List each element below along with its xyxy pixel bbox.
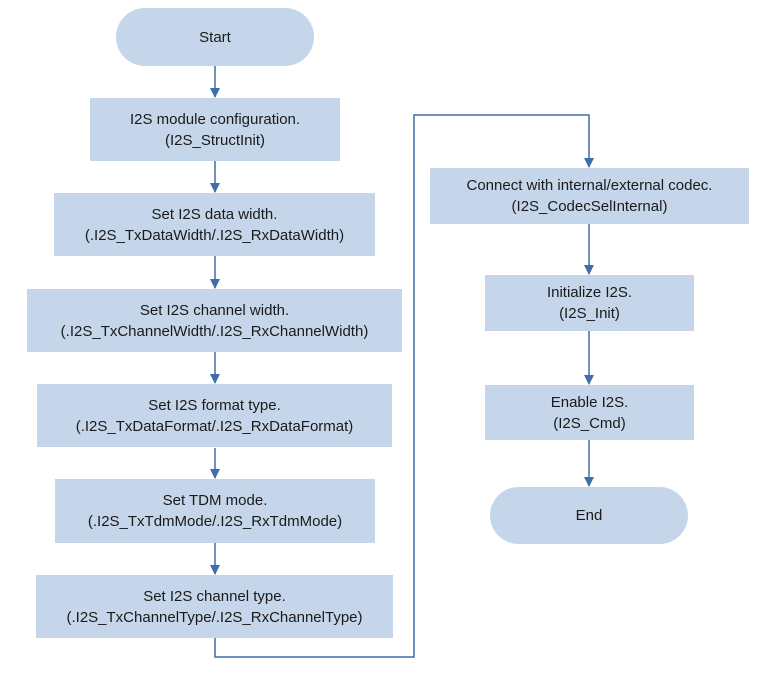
step-title: Initialize I2S. (546, 284, 633, 301)
step-set-format-type: Set I2S format type. (.I2S_TxDataFormat/… (37, 384, 392, 447)
step-title: Set TDM mode. (162, 492, 268, 509)
step-api: (.I2S_TxTdmMode/.I2S_RxTdmMode) (87, 513, 343, 530)
step-api: (I2S_Init) (559, 305, 620, 322)
step-api: (.I2S_TxDataWidth/.I2S_RxDataWidth) (84, 226, 345, 244)
step-api: (I2S_Cmd) (553, 414, 626, 432)
step-title: Set I2S channel type. (143, 587, 286, 605)
step-title: Enable I2S. (550, 393, 629, 411)
step-connect-codec: Connect with internal/external codec. (I… (430, 168, 749, 224)
start-label: Start (199, 28, 231, 46)
step-module-configuration: I2S module configuration. (I2S_StructIni… (90, 98, 340, 161)
step-title: Connect with internal/external codec. (466, 177, 713, 194)
step-title: Set I2S data width. (151, 205, 278, 223)
step-api: (I2S_StructInit) (164, 131, 266, 149)
step-api: (I2S_CodecSelInternal) (511, 198, 668, 215)
end-label: End (575, 507, 603, 524)
step-title: Set I2S channel width. (139, 301, 290, 319)
step-set-channel-width: Set I2S channel width. (.I2S_TxChannelWi… (27, 289, 402, 352)
step-title: I2S module configuration. (129, 110, 301, 128)
step-api: (.I2S_TxDataFormat/.I2S_RxDataFormat) (75, 417, 354, 435)
start-terminal: Start (116, 8, 314, 66)
step-api: (.I2S_TxChannelType/.I2S_RxChannelType) (66, 608, 363, 626)
step-initialize-i2s: Initialize I2S. (I2S_Init) (485, 275, 694, 331)
step-set-data-width: Set I2S data width. (.I2S_TxDataWidth/.I… (54, 193, 375, 256)
step-set-tdm-mode: Set TDM mode. (.I2S_TxTdmMode/.I2S_RxTdm… (55, 479, 375, 543)
step-set-channel-type: Set I2S channel type. (.I2S_TxChannelTyp… (36, 575, 393, 638)
step-api: (.I2S_TxChannelWidth/.I2S_RxChannelWidth… (60, 322, 369, 340)
step-enable-i2s: Enable I2S. (I2S_Cmd) (485, 385, 694, 440)
end-terminal: End (490, 487, 688, 544)
connector-left-to-right-column (214, 114, 594, 658)
step-title: Set I2S format type. (148, 396, 281, 414)
